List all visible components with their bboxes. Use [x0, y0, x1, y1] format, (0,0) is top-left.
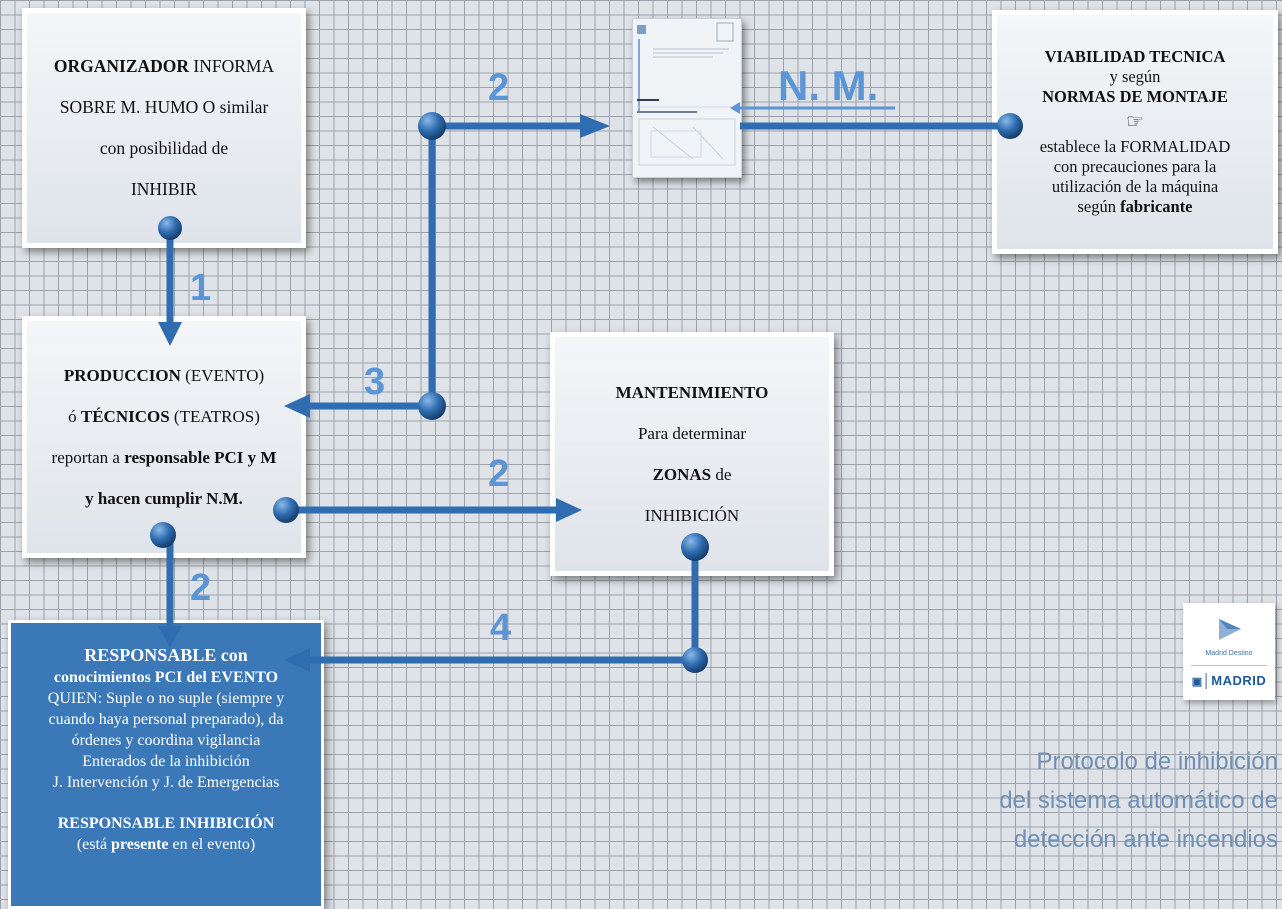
protocol-title-line1: Protocolo de inhibición [1036, 748, 1279, 775]
city-shield-icon: ▣ [1191, 676, 1203, 688]
connector-step2-mid [273, 497, 582, 523]
viabilidad-line4: establece la FORMALIDAD [1039, 137, 1231, 156]
responsable-line6: Enterados de la inhibición [82, 753, 250, 770]
viabilidad-title: VIABILIDAD TECNICA [1044, 47, 1226, 66]
responsable-title: RESPONSABLE con [84, 645, 248, 665]
responsable-line5: órdenes y coordina vigilancia [71, 732, 261, 749]
responsable-line8: RESPONSABLE INHIBICIÓN [57, 815, 275, 832]
normas-document-thumbnail [632, 18, 742, 178]
madrid-destino-play-icon [1219, 619, 1241, 640]
organizador-line4: INHIBIR [130, 179, 198, 199]
label-step1: 1 [190, 267, 211, 309]
connector-nm [730, 102, 1023, 139]
responsable-line4: cuando haya personal preparado), da [48, 711, 284, 728]
label-step4: 4 [490, 607, 511, 649]
mantenimiento-box: MANTENIMIENTO Para determinar ZONAS de I… [550, 332, 834, 576]
organizador-title: ORGANIZADOR [53, 56, 190, 76]
viabilidad-line6: utilización de la máquina [1051, 177, 1219, 196]
label-nm: N. M. [778, 62, 878, 109]
organizador-line2: SOBRE M. HUMO O similar [59, 97, 269, 117]
connector-step3 [284, 392, 446, 420]
responsable-line7: J. Intervención y J. de Emergencias [52, 774, 280, 791]
viabilidad-box: VIABILIDAD TECNICA y según NORMAS DE MON… [992, 10, 1278, 254]
viabilidad-line5: con precauciones para la [1053, 157, 1217, 176]
responsable-line3: QUIEN: Suple o no suple (siempre y [47, 690, 285, 707]
protocol-title: Protocolo de inhibición del sistema auto… [918, 742, 1278, 859]
logo-divider [1191, 665, 1267, 666]
viabilidad-line2: y según [1109, 67, 1161, 86]
produccion-title: PRODUCCION [63, 366, 181, 385]
protocol-title-line2: del sistema automático de [999, 787, 1278, 814]
document-cover-icon [633, 19, 741, 177]
logo-city-text: ▣│MADRID [1191, 673, 1267, 688]
responsable-line2: conocimientos PCI del EVENTO [53, 669, 279, 686]
mantenimiento-title: MANTENIMIENTO [615, 383, 769, 402]
mantenimiento-line2: Para determinar [637, 424, 747, 443]
responsable-box: RESPONSABLE con conocimientos PCI del EV… [8, 620, 324, 909]
mantenimiento-line4: INHIBICIÓN [644, 506, 740, 525]
label-step2-mid: 2 [488, 453, 509, 495]
label-step3: 3 [364, 361, 385, 403]
logo-brand-text: Madrid Destino [1205, 650, 1253, 657]
label-step2-top: 2 [488, 67, 509, 109]
organizador-line3: con posibilidad de [99, 138, 229, 158]
madrid-destino-logo: Madrid Destino ▣│MADRID [1183, 603, 1275, 700]
label-step2-low: 2 [190, 567, 211, 609]
protocol-title-line3: detección ante incendios [1013, 826, 1278, 853]
viabilidad-line3: NORMAS DE MONTAJE [1042, 87, 1228, 106]
pointing-hand-icon: ☞ [1126, 111, 1144, 133]
produccion-box: PRODUCCION (EVENTO) ó TÉCNICOS (TEATROS)… [22, 316, 306, 558]
produccion-line4: y hacen cumplir N.M. [85, 489, 243, 508]
organizador-box: ORGANIZADOR INFORMA SOBRE M. HUMO O simi… [22, 8, 306, 248]
